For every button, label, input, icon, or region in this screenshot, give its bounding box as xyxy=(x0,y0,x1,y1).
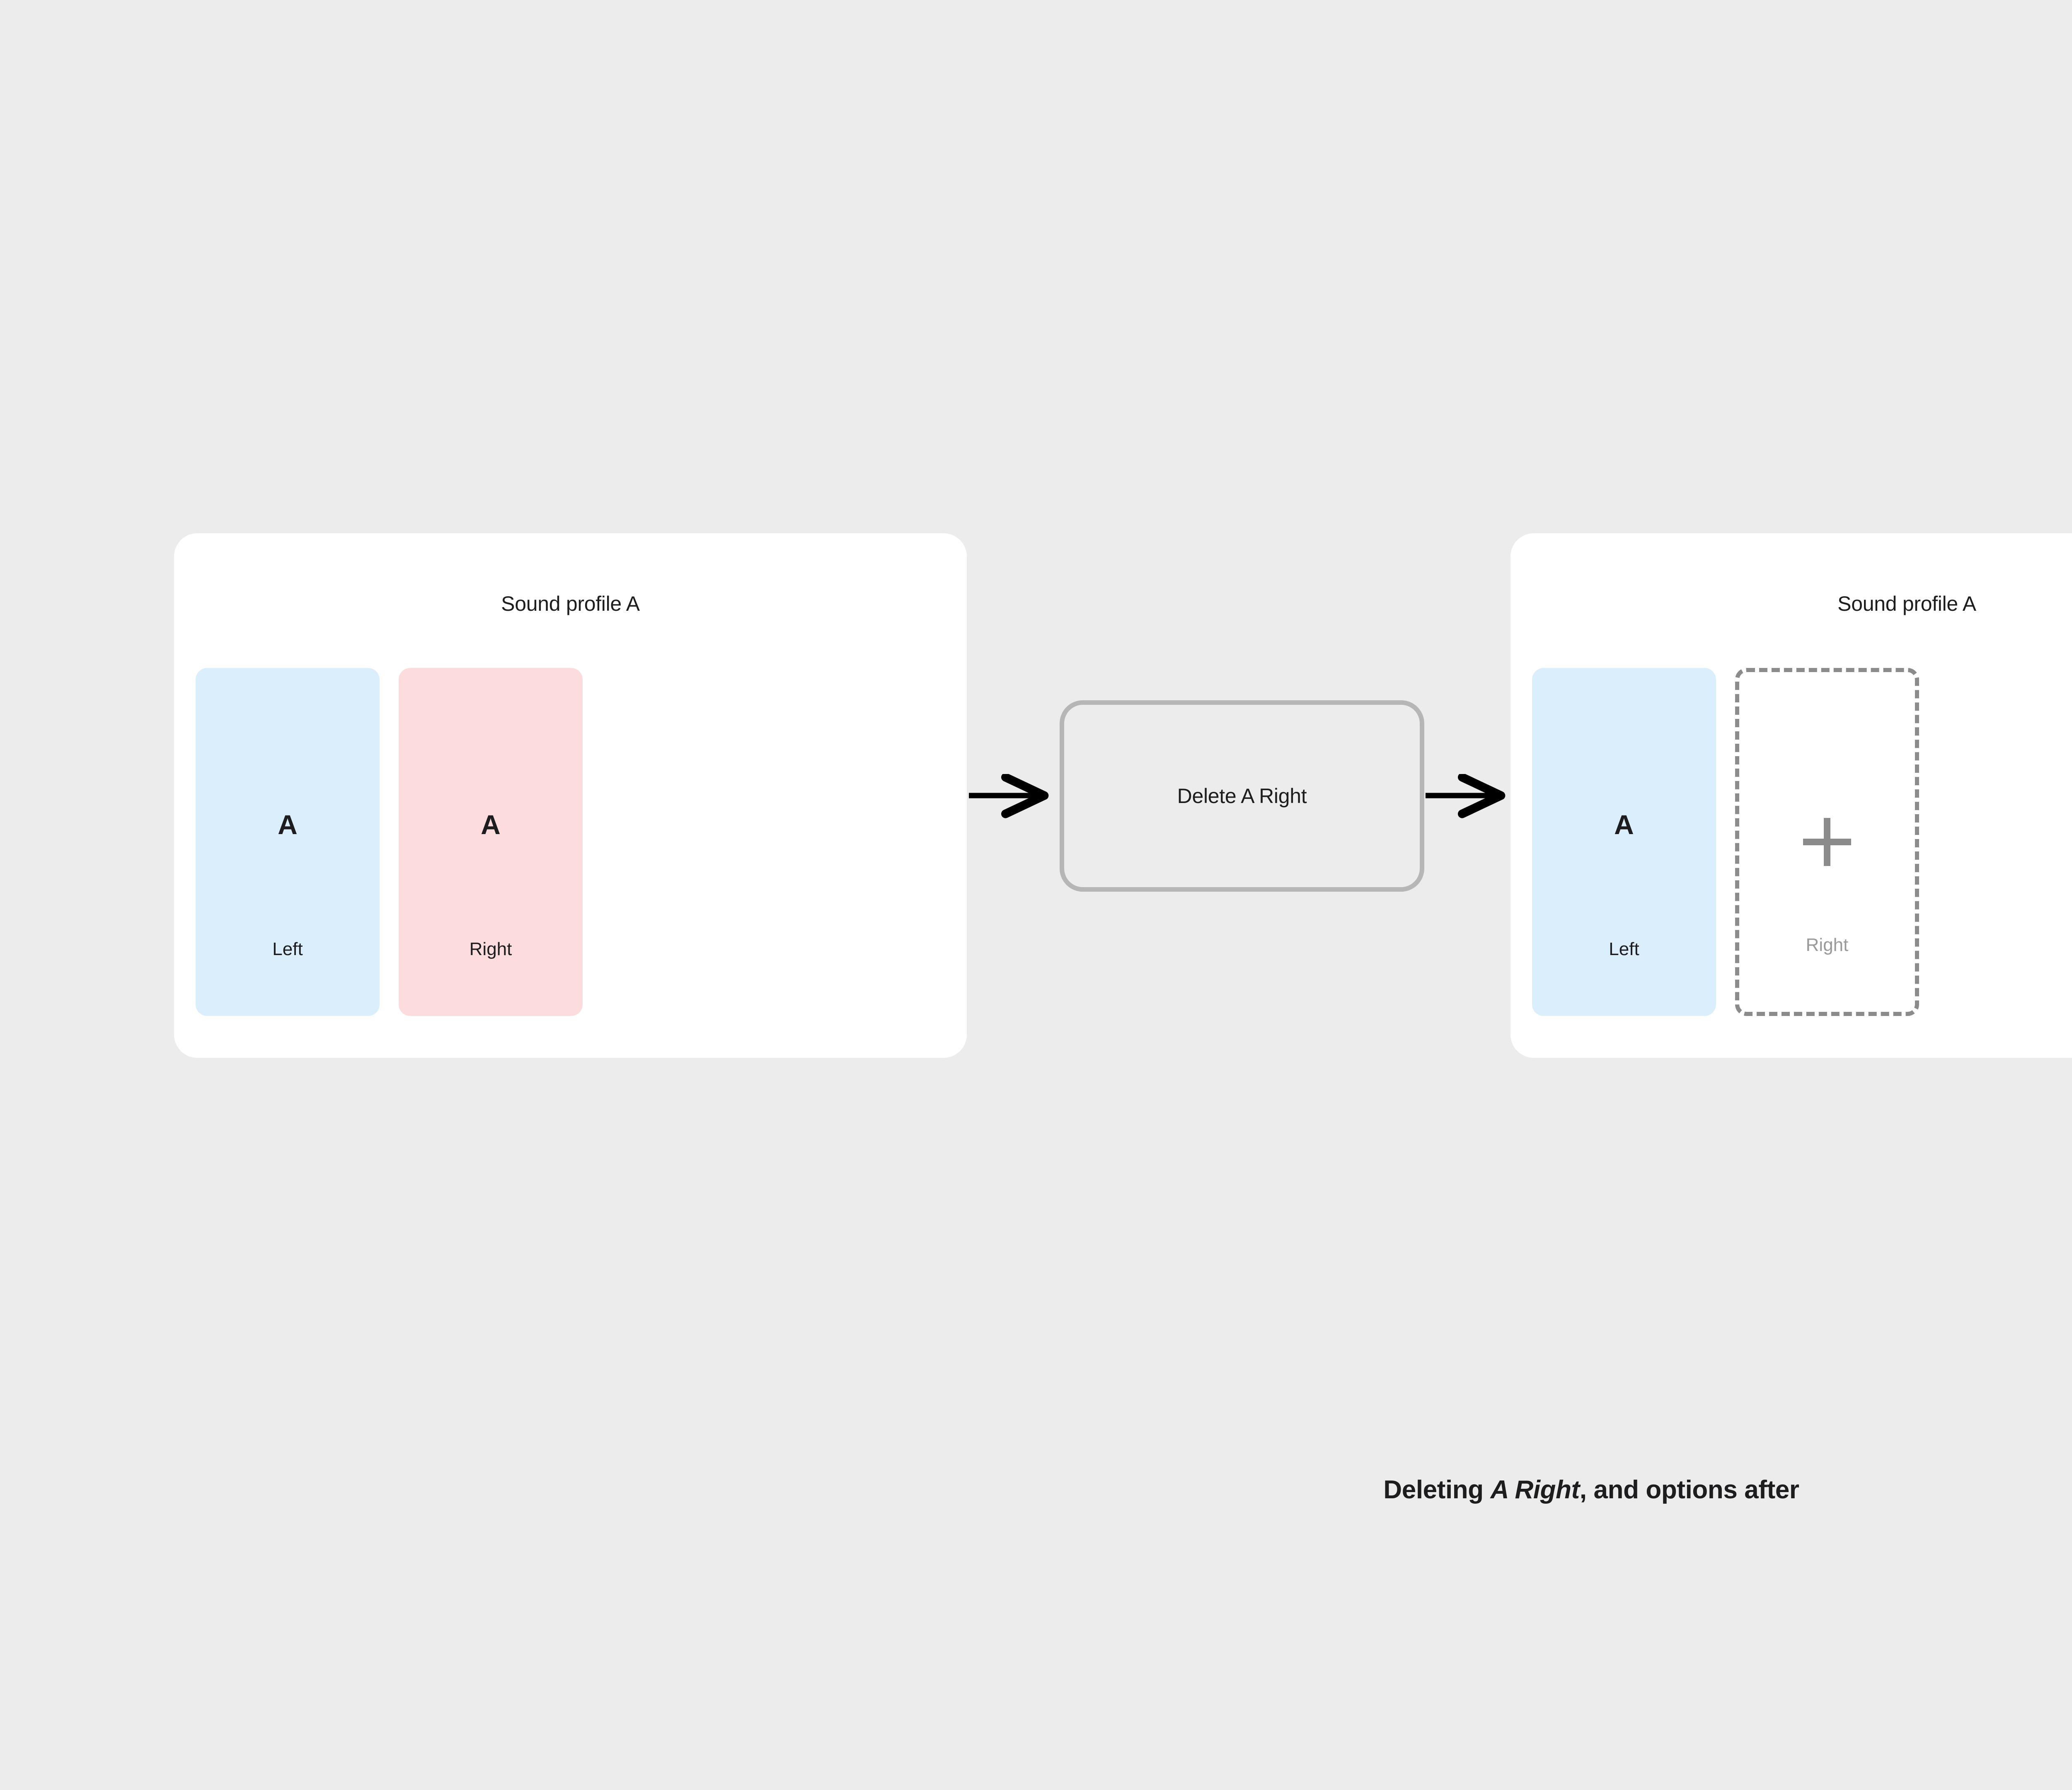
sound-profile-card-after: A Left Right xyxy=(1510,533,2072,1058)
tile-row-after: A Left Right xyxy=(1532,668,1919,1016)
tile-side-right-after: Right xyxy=(1806,935,1849,955)
tile-letter-left-before: A xyxy=(278,809,298,840)
profile-title-before-text: Sound profile A xyxy=(501,592,640,615)
tile-right-before[interactable]: A Right xyxy=(399,668,583,1016)
caption-emphasis: A Right xyxy=(1490,1476,1580,1504)
tile-letter-right-before: A xyxy=(481,809,501,840)
sound-profile-card-before: A Left A Right xyxy=(174,533,967,1058)
figure-caption: Deleting A Right, and options after xyxy=(0,1475,2072,1505)
plus-icon xyxy=(1803,818,1851,866)
caption-suffix: , and options after xyxy=(1579,1476,1799,1504)
delete-a-right-button[interactable]: Delete A Right xyxy=(1060,700,1424,892)
tile-left-after[interactable]: A Left xyxy=(1532,668,1716,1016)
tile-letter-left-after: A xyxy=(1614,809,1634,840)
tile-right-after-placeholder[interactable]: Right xyxy=(1735,668,1919,1016)
tile-side-left-after: Left xyxy=(1609,939,1639,959)
tile-side-left-before: Left xyxy=(272,939,303,959)
tile-row-before: A Left A Right xyxy=(196,668,583,1016)
tile-left-before[interactable]: A Left xyxy=(196,668,380,1016)
tile-side-right-before: Right xyxy=(469,939,512,959)
caption-prefix: Deleting xyxy=(1383,1476,1491,1504)
profile-title-after-text: Sound profile A xyxy=(1837,592,1976,615)
